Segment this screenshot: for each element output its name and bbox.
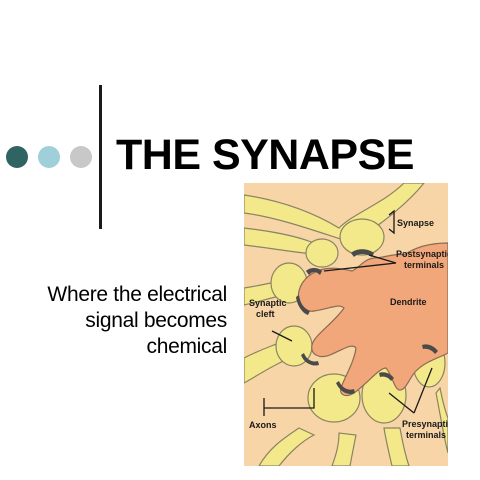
bullet-dot-dark <box>6 146 28 168</box>
label-dendrite: Dendrite <box>390 297 427 307</box>
label-presynaptic-1: Presynaptic <box>402 419 448 429</box>
subtitle-line-3: chemical <box>146 335 228 358</box>
label-postsynaptic-2: terminals <box>404 260 444 270</box>
slide-title: THE SYNAPSE <box>116 131 414 179</box>
subtitle-line-1: Where the electrical <box>47 283 227 306</box>
synaptic-clefts <box>296 249 438 394</box>
axon-fibers <box>244 183 448 466</box>
label-presynaptic-2: terminals <box>406 430 446 440</box>
vertical-divider <box>99 85 102 229</box>
bullet-dot-light <box>38 146 60 168</box>
subtitle-line-2: signal becomes <box>85 309 227 332</box>
label-cleft-2: cleft <box>256 309 275 319</box>
label-axons: Axons <box>249 420 277 430</box>
label-cleft-1: Synaptic <box>249 298 287 308</box>
bullet-dot-grey <box>70 146 92 168</box>
label-lines <box>263 209 433 416</box>
synapse-diagram: Synapse Postsynaptic terminals Dendrite … <box>244 183 448 466</box>
label-postsynaptic-1: Postsynaptic <box>396 249 448 259</box>
label-synapse: Synapse <box>397 218 434 228</box>
slide-subtitle: Where the electrical signal becomes chem… <box>17 282 227 360</box>
